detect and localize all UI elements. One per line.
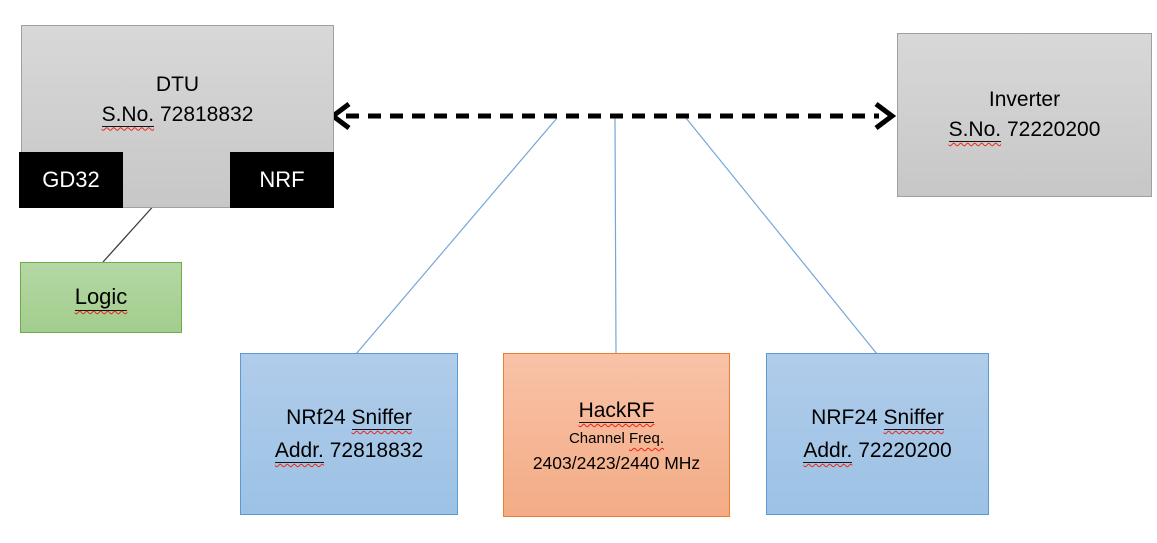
gd32-label: GD32 [42,167,100,192]
hackrf-frequencies: 2403/2423/2440 MHz [532,453,701,473]
inverter-serial-number: 72220200 [1001,118,1101,141]
hackrf-channel-prefix: Channel [568,430,630,447]
inverter-node: Inverter S.No. 72220200 [897,33,1152,197]
logic-node: Logic [20,262,182,333]
sniffer-right-addr: Addr. 72220200 [803,434,952,467]
sniffer-right-model: NRF24 [811,406,884,429]
dtu-title: DTU [155,72,200,96]
line-to-sniffer-right [685,117,878,355]
hackrf-title-text: HackRF [578,399,655,423]
nrf-chip: NRF [230,152,334,208]
dtu-serial-number: 72818832 [154,102,254,126]
sniffer-left-addr: Addr. 72818832 [274,434,424,467]
gd32-chip: GD32 [19,152,123,208]
inverter-serial-label: S.No. [948,118,1002,142]
nrf-label: NRF [259,167,305,192]
sniffer-right-title: NRF24 Sniffer [811,401,944,434]
dtu-inverter-dashed-arrow [328,102,897,130]
inverter-title: Inverter [988,88,1061,111]
dtu-serial: S.No. 72818832 [101,100,254,130]
arrowhead-right-icon [874,102,897,130]
sniffer-left-word: Sniffer [351,406,412,430]
inverter-serial: S.No. 72220200 [948,115,1101,145]
sniffer-left-node: NRf24 Sniffer Addr. 72818832 [240,353,458,515]
sniffer-left-title: NRf24 Sniffer [286,401,412,434]
hackrf-channel-word: Freq. [629,430,665,447]
sniffer-left-addr-label: Addr. [274,439,324,463]
line-to-hackrf [614,117,617,355]
sniffer-right-node: NRF24 Sniffer Addr. 72220200 [766,353,989,515]
logic-label: Logic [74,284,128,311]
sniffer-right-addr-number: 72220200 [852,439,952,462]
hackrf-title: HackRF [578,394,655,427]
line-to-sniffer-left [355,117,558,355]
sniffer-left-model: NRf24 [286,406,352,429]
sniffer-right-word: Sniffer [883,406,944,430]
dtu-serial-label: S.No. [101,102,155,127]
sniffer-left-addr-number: 72818832 [323,439,424,462]
sniffer-right-addr-label: Addr. [803,439,853,463]
hackrf-channel-label: Channel Freq. [569,427,664,451]
hackrf-node: HackRF Channel Freq. 2403/2423/2440 MHz [503,353,730,517]
